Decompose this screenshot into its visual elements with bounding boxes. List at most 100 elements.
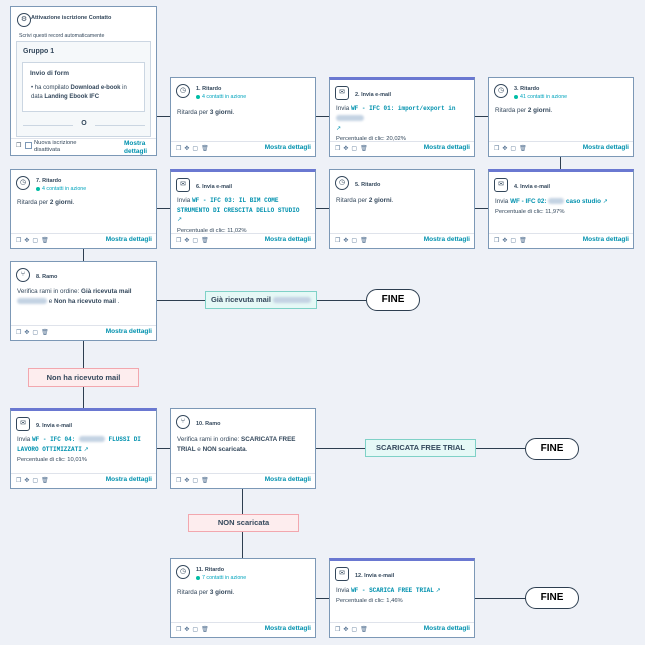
- email-link[interactable]: WF - IFC 03: IL BIM COME STRUMENTO DI CR…: [177, 197, 300, 214]
- end-node: FINE: [366, 289, 420, 311]
- email-icon: ✉: [335, 567, 349, 581]
- step-4-email[interactable]: ✉ 4. Invia e-mail Invia WF - IFC 02: cas…: [488, 169, 634, 249]
- show-details-link[interactable]: Mostra dettagli: [105, 328, 152, 335]
- end-node: FINE: [525, 587, 579, 609]
- step-5-delay[interactable]: ◷ 5. Ritardo Ritarda per 2 giorni. ❐✥▢🗑 M…: [329, 169, 475, 249]
- external-link-icon[interactable]: ↗: [336, 126, 342, 132]
- external-link-icon[interactable]: ↗: [177, 217, 183, 223]
- action-icons[interactable]: ❐✥▢🗑: [16, 330, 52, 336]
- delay-icon: ◷: [176, 565, 190, 579]
- connector: [83, 248, 84, 262]
- action-icons[interactable]: ❐✥▢🗑: [176, 146, 212, 152]
- delay-icon: ◷: [494, 84, 508, 98]
- criteria-filter[interactable]: Invio di form • ha compilato Download e-…: [22, 62, 145, 112]
- contacts-in-action[interactable]: 4 contatti in azione: [36, 186, 86, 192]
- step-body: Ritarda per 3 giorni.: [177, 109, 235, 116]
- step-body: Ritarda per 2 giorni.: [17, 199, 75, 206]
- enrollment-icon: ⚙: [17, 13, 31, 27]
- email-link[interactable]: WF - SCARICA FREE TRIAL: [351, 587, 434, 594]
- external-link-icon[interactable]: ↗: [602, 199, 608, 205]
- show-details-link[interactable]: Mostra dettagli: [264, 476, 311, 483]
- show-details-link[interactable]: Mostra dettagli: [264, 236, 311, 243]
- branch-icon: ⑂: [16, 268, 30, 282]
- trigger-footer: ❐ Nuova iscrizione disattivata Mostra de…: [11, 138, 156, 155]
- connector: [474, 116, 488, 117]
- step-10-branch[interactable]: ⑂ 10. Ramo Verifica rami in ordine: SCAR…: [170, 408, 316, 489]
- reenroll-checkbox[interactable]: [25, 142, 32, 149]
- external-link-icon[interactable]: ↗: [435, 588, 441, 594]
- show-details-link[interactable]: Mostra dettagli: [124, 140, 148, 155]
- step-7-delay[interactable]: ◷ 7. Ritardo 4 contatti in azione Ritard…: [10, 169, 157, 249]
- step-3-delay[interactable]: ◷ 3. Ritardo 41 contatti in azione Ritar…: [488, 77, 634, 157]
- step-title: 7. Ritardo: [36, 178, 62, 184]
- action-icons[interactable]: ❐✥▢🗑: [494, 146, 530, 152]
- external-link-icon[interactable]: ↗: [83, 446, 89, 453]
- show-details-link[interactable]: Mostra dettagli: [423, 625, 470, 632]
- step-body: Ritarda per 2 giorni.: [336, 197, 394, 204]
- contacts-in-action[interactable]: 4 contatti in azione: [196, 94, 246, 100]
- email-link[interactable]: WF - IFC 01: import/export in: [351, 105, 456, 112]
- end-node: FINE: [525, 438, 579, 460]
- step-1-delay[interactable]: ◷ 1. Ritardo 4 contatti in azione Ritard…: [170, 77, 316, 157]
- connector: [156, 448, 170, 449]
- show-details-link[interactable]: Mostra dettagli: [582, 236, 629, 243]
- step-title: 11. Ritardo: [196, 567, 225, 573]
- connector: [156, 116, 170, 117]
- trigger-card[interactable]: ⚙ Attivazione iscrizione Contatto Scrivi…: [10, 6, 157, 156]
- step-title: 2. Invia e-mail: [355, 92, 392, 98]
- step-body: Invia WF - IFC 04: FLUSSI DI LAVORO OTTI…: [17, 436, 141, 463]
- show-details-link[interactable]: Mostra dettagli: [105, 476, 152, 483]
- delay-icon: ◷: [16, 176, 30, 190]
- branch-icon: ⑂: [176, 415, 190, 429]
- show-details-link[interactable]: Mostra dettagli: [423, 236, 470, 243]
- group-title: Gruppo 1: [23, 48, 55, 55]
- step-title: 4. Invia e-mail: [514, 184, 551, 190]
- action-icons[interactable]: ❐✥▢🗑: [176, 238, 212, 244]
- contacts-in-action[interactable]: 41 contatti in azione: [514, 94, 567, 100]
- step-6-email[interactable]: ✉ 6. Invia e-mail Invia WF - IFC 03: IL …: [170, 169, 316, 249]
- step-title: 5. Ritardo: [355, 182, 381, 188]
- branch-label-non-scaricata[interactable]: NON scaricata: [188, 514, 299, 532]
- step-body: Invia WF - IFC 01: import/export in ↗ Pe…: [336, 105, 456, 142]
- email-link[interactable]: WF - IFC 04: FLUSSI DI LAVORO OTTIMIZZAT…: [17, 436, 141, 453]
- branch-label-scaricata[interactable]: SCARICATA FREE TRIAL: [365, 439, 476, 457]
- show-details-link[interactable]: Mostra dettagli: [264, 625, 311, 632]
- action-icons[interactable]: ❐✥▢🗑: [494, 238, 530, 244]
- action-icons[interactable]: ❐✥▢🗑: [335, 627, 371, 633]
- show-details-link[interactable]: Mostra dettagli: [582, 144, 629, 151]
- step-body: Ritarda per 2 giorni.: [495, 107, 553, 114]
- action-icons[interactable]: ❐✥▢🗑: [176, 478, 212, 484]
- email-icon: ✉: [16, 417, 30, 431]
- show-details-link[interactable]: Mostra dettagli: [264, 144, 311, 151]
- contacts-in-action[interactable]: 7 contatti in azione: [196, 575, 246, 581]
- action-icons[interactable]: ❐✥▢🗑: [335, 238, 371, 244]
- step-body: Invia WF - IFC 02: caso studio ↗ Percent…: [495, 198, 608, 215]
- action-icons[interactable]: ❐✥▢🗑: [176, 627, 212, 633]
- step-title: 8. Ramo: [36, 274, 58, 280]
- connector: [315, 116, 329, 117]
- show-details-link[interactable]: Mostra dettagli: [105, 236, 152, 243]
- step-11-delay[interactable]: ◷ 11. Ritardo 7 contatti in azione Ritar…: [170, 558, 316, 638]
- email-link[interactable]: WF - IFC 02: caso studio: [510, 198, 601, 205]
- step-9-email[interactable]: ✉ 9. Invia e-mail Invia WF - IFC 04: FLU…: [10, 408, 157, 489]
- step-body: Invia WF - IFC 03: IL BIM COME STRUMENTO…: [177, 197, 300, 234]
- email-icon: ✉: [335, 86, 349, 100]
- action-icons[interactable]: ❐✥▢🗑: [16, 238, 52, 244]
- trigger-subtitle: Scrivi questi record automaticamente: [19, 33, 105, 39]
- filter-text: • ha compilato Download e-book in data L…: [31, 85, 127, 100]
- delay-icon: ◷: [335, 176, 349, 190]
- copy-icon[interactable]: ❐: [16, 143, 22, 149]
- connector: [560, 156, 561, 171]
- action-icons[interactable]: ❐✥▢🗑: [16, 478, 52, 484]
- step-8-branch[interactable]: ⑂ 8. Ramo Verifica rami in ordine: Già r…: [10, 261, 157, 341]
- connector: [474, 208, 488, 209]
- step-body: Ritarda per 3 giorni.: [177, 589, 235, 596]
- step-12-email[interactable]: ✉ 12. Invia e-mail Invia WF - SCARICA FR…: [329, 558, 475, 638]
- step-2-email[interactable]: ✉ 2. Invia e-mail Invia WF - IFC 01: imp…: [329, 77, 475, 157]
- step-title: 3. Ritardo: [514, 86, 540, 92]
- filter-title: Invio di form: [30, 70, 69, 77]
- action-icons[interactable]: ❐✥▢🗑: [335, 146, 371, 152]
- show-details-link[interactable]: Mostra dettagli: [423, 144, 470, 151]
- branch-label-gia-ricevuta[interactable]: Già ricevuta mail: [205, 291, 317, 309]
- branch-label-non-ricevuto[interactable]: Non ha ricevuto mail: [28, 368, 139, 387]
